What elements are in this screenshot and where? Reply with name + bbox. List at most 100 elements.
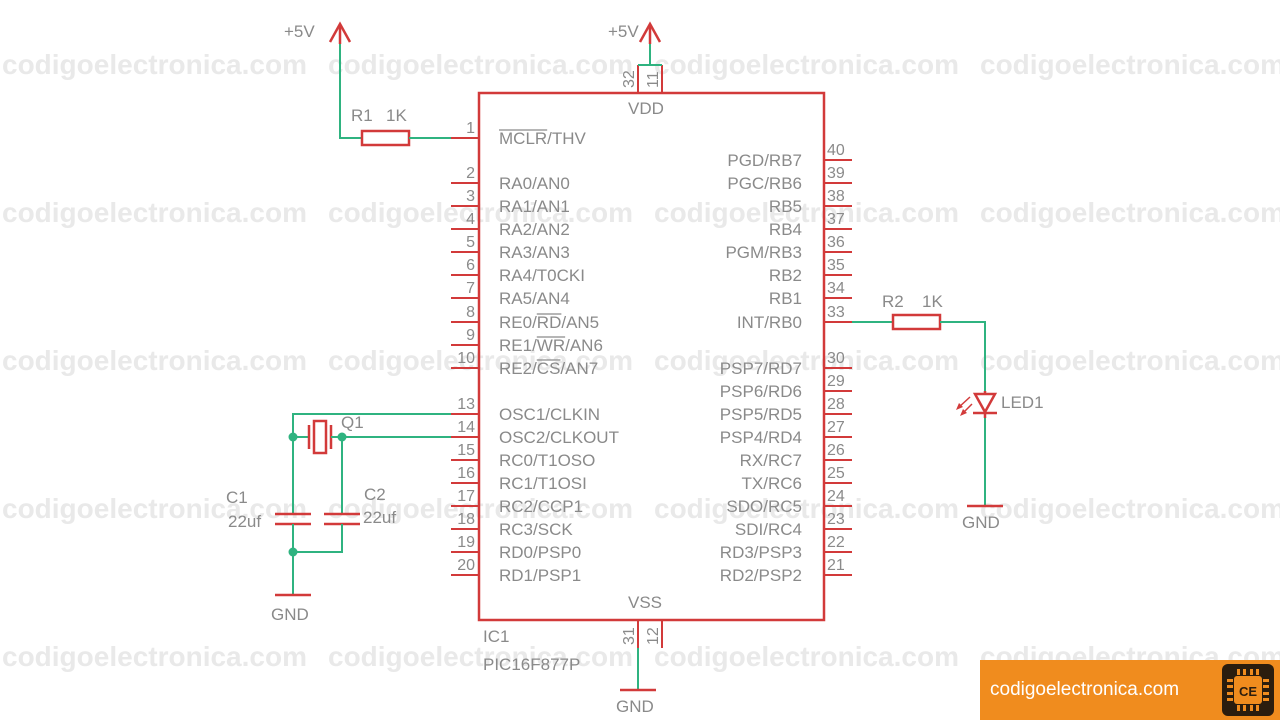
- ic-right-pin-number: 37: [827, 211, 845, 228]
- crystal-body: [312, 419, 328, 455]
- r2-ref: R2: [882, 292, 904, 311]
- vplus-label-top: +5V: [608, 22, 639, 41]
- ic-left-pin-name: RA1/AN1: [499, 197, 570, 216]
- gnd-label-caps: GND: [271, 605, 309, 624]
- watermark-text: codigoelectronica.com: [654, 493, 959, 524]
- r1-ref: R1: [351, 106, 373, 125]
- chip-logo-icon: CE: [1222, 664, 1274, 716]
- r1-supply-wire: [339, 44, 362, 139]
- r1-value: 1K: [386, 106, 407, 125]
- ic-right-pin-number: 33: [827, 304, 845, 321]
- vdd-pin-number-1: 32: [621, 70, 638, 88]
- ic-right-pin-name: PSP4/RD4: [720, 428, 802, 447]
- watermark-text: codigoelectronica.com: [328, 49, 633, 80]
- ic-left-pin-name: MCLR/THV: [499, 129, 587, 148]
- ic-left-pin-number: 14: [457, 419, 475, 436]
- ic-left-pin-name: RA0/AN0: [499, 174, 570, 193]
- ic-left-pin-name: RA5/AN4: [499, 289, 570, 308]
- ic-left-pin-name: RC0/T1OSO: [499, 451, 595, 470]
- watermark-text: codigoelectronica.com: [980, 345, 1280, 376]
- watermark-text: codigoelectronica.com: [2, 641, 307, 672]
- gnd-label-ic: GND: [616, 697, 654, 716]
- ic-left-pin-number: 3: [466, 188, 475, 205]
- ic-right-pin-name: SDO/RC5: [726, 497, 802, 516]
- ic-left-pin-name: RD1/PSP1: [499, 566, 581, 585]
- r2-value: 1K: [922, 292, 943, 311]
- ic-right-pin-number: 22: [827, 534, 845, 551]
- ic-right-pin-name: PGM/RB3: [725, 243, 802, 262]
- badge-logo-text: CE: [1239, 684, 1257, 699]
- ic-right-pin-name: RX/RC7: [740, 451, 802, 470]
- ic-right-pin-number: 34: [827, 280, 845, 297]
- ic-right-pin-number: 35: [827, 257, 845, 274]
- ic-right-pin-name: RB4: [769, 220, 802, 239]
- c1-value: 22uf: [228, 512, 261, 531]
- watermark-layer: codigoelectronica.com codigoelectronica.c…: [2, 49, 1280, 672]
- ic-left-pin-number: 18: [457, 511, 475, 528]
- ic-left-pin-name: RC2/CCP1: [499, 497, 583, 516]
- site-badge[interactable]: codigoelectronica.com CE: [980, 660, 1280, 720]
- ic-left-pin-name: RE2/CS/AN7: [499, 359, 598, 378]
- ic-right-pin-number: 28: [827, 396, 845, 413]
- ic-right-pin-number: 29: [827, 373, 845, 390]
- badge-text: codigoelectronica.com: [990, 679, 1180, 700]
- ic-right-pin-name: RB5: [769, 197, 802, 216]
- ic-left-pins: 1MCLR/THV2RA0/AN03RA1/AN14RA2/AN25RA3/AN…: [451, 120, 619, 585]
- r2-to-led-wire: [940, 321, 986, 391]
- watermark-text: codigoelectronica.com: [328, 641, 633, 672]
- watermark-text: codigoelectronica.com: [2, 345, 307, 376]
- ic-left-pin-number: 10: [457, 350, 475, 367]
- ic-right-pin-name: RB1: [769, 289, 802, 308]
- ic-left-pin-number: 9: [466, 327, 475, 344]
- ic-right-pin-number: 21: [827, 557, 845, 574]
- c2-value: 22uf: [363, 508, 396, 527]
- ic-right-pin-number: 36: [827, 234, 845, 251]
- r2-resistor: [891, 313, 942, 331]
- ic-right-pin-number: 23: [827, 511, 845, 528]
- ic-left-pin-name: RA3/AN3: [499, 243, 570, 262]
- osc1-wire: [292, 413, 451, 437]
- c2-bottom-wire: [293, 524, 343, 553]
- ic-right-pins: 40PGD/RB739PGC/RB638RB537RB436PGM/RB335R…: [720, 142, 852, 585]
- watermark-text: codigoelectronica.com: [654, 197, 959, 228]
- watermark-text: codigoelectronica.com: [328, 493, 633, 524]
- ic-left-pin-number: 13: [457, 396, 475, 413]
- ic-right-pin-name: PSP7/RD7: [720, 359, 802, 378]
- ic-right-pin-number: 39: [827, 165, 845, 182]
- ic-left-pin-name: RA2/AN2: [499, 220, 570, 239]
- vdd-label: VDD: [628, 99, 664, 118]
- ic-ref-label: IC1: [483, 627, 509, 646]
- ic-left-pin-number: 4: [466, 211, 475, 228]
- watermark-text: codigoelectronica.com: [654, 345, 959, 376]
- ic-right-pin-number: 24: [827, 488, 845, 505]
- ic-left-pin-name: OSC1/CLKIN: [499, 405, 600, 424]
- vss-label: VSS: [628, 593, 662, 612]
- vss-pin-number-1: 31: [621, 627, 638, 645]
- ic-left-pin-number: 16: [457, 465, 475, 482]
- gnd-label-led: GND: [962, 513, 1000, 532]
- ic-right-pin-number: 27: [827, 419, 845, 436]
- ic-right-pin-name: PSP5/RD5: [720, 405, 802, 424]
- ic-left-pin-name: RC3/SCK: [499, 520, 573, 539]
- watermark-text: codigoelectronica.com: [980, 49, 1280, 80]
- watermark-text: codigoelectronica.com: [2, 493, 307, 524]
- ic-left-pin-name: RE0/RD/AN5: [499, 313, 599, 332]
- ic-left-pin-number: 20: [457, 557, 475, 574]
- watermark-text: codigoelectronica.com: [654, 49, 959, 80]
- ic-left-pin-number: 19: [457, 534, 475, 551]
- watermark-text: codigoelectronica.com: [2, 49, 307, 80]
- c2-ref: C2: [364, 485, 386, 504]
- ic-left-pin-number: 5: [466, 234, 475, 251]
- ic-right-pin-name: PGC/RB6: [727, 174, 802, 193]
- ic-left-pin-number: 17: [457, 488, 475, 505]
- ic-right-pin-name: PGD/RB7: [727, 151, 802, 170]
- watermark-text: codigoelectronica.com: [980, 493, 1280, 524]
- ic-left-pin-name: OSC2/CLKOUT: [499, 428, 619, 447]
- ic-left-pin-name: RE1/WR/AN6: [499, 336, 603, 355]
- ic-left-pin-name: RD0/PSP0: [499, 543, 581, 562]
- vplus-label-left: +5V: [284, 22, 315, 41]
- q1-ref: Q1: [341, 413, 364, 432]
- ic-right-pin-name: SDI/RC4: [735, 520, 802, 539]
- ic-left-pin-number: 15: [457, 442, 475, 459]
